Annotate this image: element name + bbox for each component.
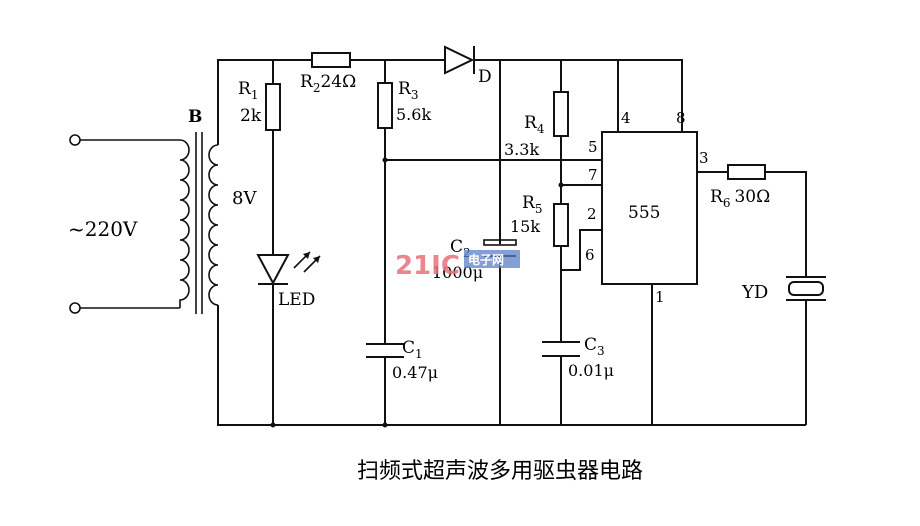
terminal-bottom xyxy=(69,302,81,314)
wire-ground xyxy=(217,305,806,426)
r4-label: R4 xyxy=(524,113,545,136)
watermark: 21IC 电子网 xyxy=(395,250,520,281)
r5-label: R5 xyxy=(522,193,542,216)
secondary-coil xyxy=(208,144,219,306)
pin-3: 3 xyxy=(699,149,709,167)
ic-555 xyxy=(601,131,698,285)
terminal-top xyxy=(69,134,81,146)
wire-top-left xyxy=(217,59,312,145)
c2-plate-top xyxy=(483,239,517,246)
r5-value: 15k xyxy=(510,217,540,236)
junction-3 xyxy=(382,422,388,428)
ic-label: 555 xyxy=(628,203,660,223)
secondary-voltage-label: 8V xyxy=(232,188,257,209)
mains-leads xyxy=(80,139,180,309)
transducer-label: YD xyxy=(741,282,768,303)
pin-5: 5 xyxy=(588,138,598,156)
resistor-r4 xyxy=(553,91,569,137)
capacitor-c3 xyxy=(542,341,580,357)
watermark-tag-box xyxy=(464,250,520,268)
pin-1: 1 xyxy=(655,288,665,306)
resistor-r1 xyxy=(265,83,281,131)
transducer-yd xyxy=(786,276,826,301)
r1-label: R1 xyxy=(238,79,258,102)
watermark-tag: 电子网 xyxy=(468,252,504,267)
resistor-r6 xyxy=(727,164,766,180)
resistor-r2 xyxy=(311,52,351,68)
resistor-r3 xyxy=(377,82,393,129)
c3-label: C3 xyxy=(584,335,605,358)
r2-label: R224Ω xyxy=(300,72,356,95)
led-triangle xyxy=(256,254,290,286)
mains-input: ~220V xyxy=(68,134,180,314)
wire-pin2-pin6 xyxy=(561,229,602,271)
pin-7: 7 xyxy=(588,166,598,184)
pin-8: 8 xyxy=(676,109,686,127)
wire-r6-yd xyxy=(765,171,807,277)
c1-value: 0.47μ xyxy=(392,363,438,382)
primary-coil xyxy=(179,139,190,308)
transformer-label: B xyxy=(188,107,202,127)
c1-label: C1 xyxy=(402,338,423,361)
r1-value: 2k xyxy=(240,106,262,126)
figure-caption: 扫频式超声波多用驱虫器电路 xyxy=(357,459,643,484)
led xyxy=(256,251,321,286)
diode-triangle xyxy=(444,45,475,75)
yd-crystal xyxy=(788,281,824,296)
r4-value: 3.3k xyxy=(504,140,539,159)
diode-d xyxy=(444,45,475,75)
resistor-r5 xyxy=(553,203,569,247)
led-arrowheads xyxy=(303,252,320,263)
wiring xyxy=(217,59,807,428)
wire-top-right xyxy=(475,59,683,132)
diode-label: D xyxy=(478,67,492,87)
r3-label: R3 xyxy=(398,79,418,102)
watermark-number: 21IC xyxy=(395,251,460,281)
c3-value: 0.01μ xyxy=(568,361,614,380)
pin-4: 4 xyxy=(621,109,631,127)
r3-value: 5.6k xyxy=(396,105,431,124)
capacitor-c1 xyxy=(366,343,404,358)
pin-2: 2 xyxy=(587,205,597,223)
led-label: LED xyxy=(278,290,315,310)
transformer: B 8V xyxy=(179,107,257,314)
pin-6: 6 xyxy=(585,246,595,264)
junction-2 xyxy=(558,182,564,188)
junction-1 xyxy=(382,157,388,163)
junction-4 xyxy=(270,422,276,428)
mains-label: ~220V xyxy=(68,217,138,241)
